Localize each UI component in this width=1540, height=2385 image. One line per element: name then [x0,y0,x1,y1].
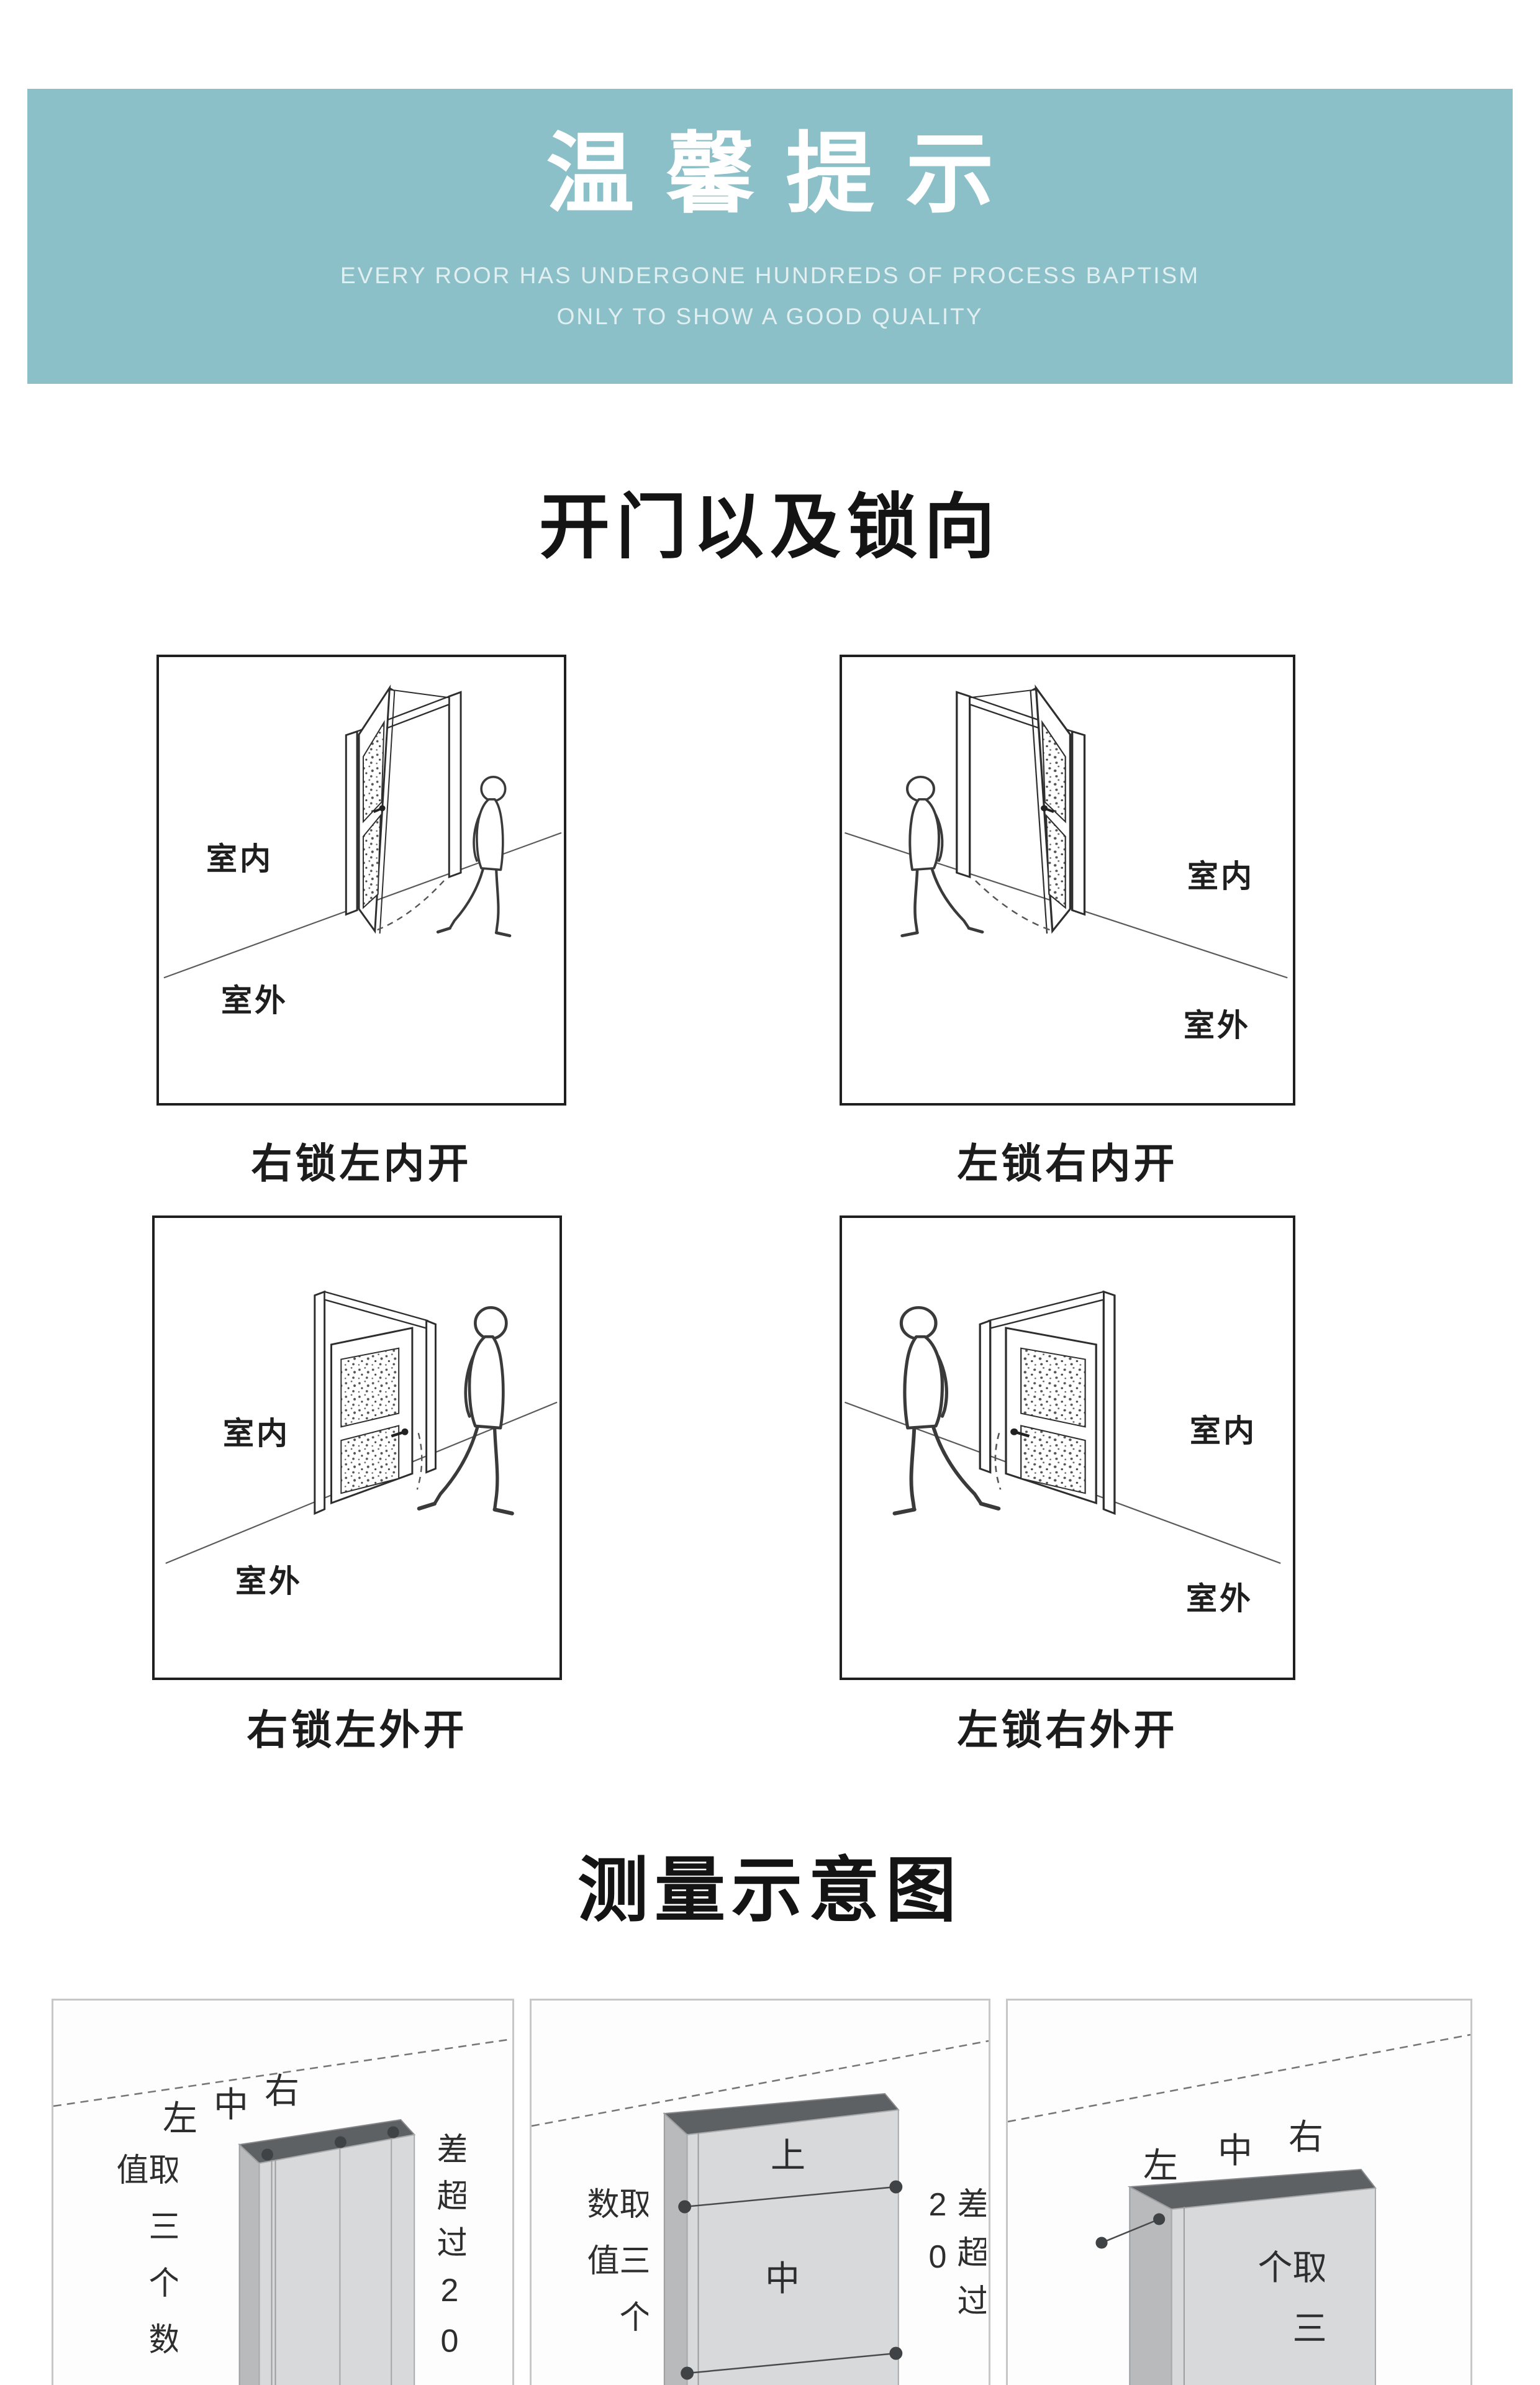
measure-point-mid-right [889,2346,903,2360]
measure-thickness-illustration [1008,2033,1470,2385]
thickness-label-left: 左 [1143,2146,1178,2185]
measure-panel-width: 左 中 右 取三个数值 差超过20 [52,1999,514,2385]
difference-over-20-note: 差超过20 [433,2132,466,2374]
banner-subtitle-line2: ONLY TO SHOW A GOOD QUALITY [556,303,984,329]
thickness-point-inner [1153,2213,1166,2225]
measure-width-illustration [53,2038,512,2385]
width-label-right: 右 [265,2071,299,2110]
diagram-right-lock-left-outward: 室内 室外 [152,1215,562,1680]
diagram-caption: 左锁右内开 [957,1140,1178,1186]
banner-title: 温馨提示 [546,125,1026,224]
measure-point-mid-left [681,2366,694,2380]
measure-point-right [387,2126,399,2138]
measure-point-mid [334,2136,346,2148]
outdoor-label: 室外 [1186,1581,1253,1616]
banner: 温馨提示 EVERY ROOR HAS UNDERGONE HUNDREDS O… [27,89,1513,384]
take-three-values-note: 取三个数值 [113,2153,178,2379]
width-label-left: 左 [163,2099,197,2138]
height-label-top: 上 [771,2136,805,2175]
outdoor-label: 室外 [221,983,288,1018]
measure-point-upper-right [889,2180,903,2194]
thickness-label-mid: 中 [1218,2131,1252,2170]
diagram-right-lock-left-inward: 室内 室外 [156,655,566,1106]
take-three-values-note: 取三个数值 [584,2187,648,2356]
door-section-title: 开门以及锁向 [538,488,1001,567]
thickness-label-right: 右 [1289,2117,1323,2156]
difference-over-20-note: 差超过20 [922,2187,986,2332]
outdoor-label: 室外 [235,1564,302,1599]
measure-panel-thickness: 左 中 右 取三个 [1006,1999,1472,2385]
indoor-label: 室内 [206,842,273,876]
measure-section-title: 测量示意图 [577,1851,962,1930]
door-scene-inward-left-illustration [159,657,564,1103]
measure-point-upper-left [678,2200,692,2214]
indoor-label: 室内 [223,1416,290,1451]
diagram-caption: 左锁右外开 [957,1707,1178,1753]
measure-point-left [261,2148,274,2161]
banner-subtitle-line1: EVERY ROOR HAS UNDERGONE HUNDREDS OF PRO… [340,263,1200,288]
diagram-left-lock-right-outward: 室内 室外 [840,1215,1295,1680]
measure-panel-height: 上 中 取三个数值 差超过20 [530,1999,990,2385]
take-three-note: 取三个 [1255,2249,1325,2371]
height-label-mid: 中 [765,2259,800,2298]
door-scene-outward-left-illustration [155,1218,559,1678]
indoor-label: 室内 [1190,1414,1257,1448]
indoor-label: 室内 [1187,859,1254,894]
outdoor-label: 室外 [1184,1008,1251,1043]
diagram-caption: 右锁左外开 [247,1707,468,1753]
width-label-mid: 中 [214,2085,248,2124]
thickness-point-outer [1095,2237,1108,2249]
measure-height-illustration [532,2040,989,2385]
diagram-caption: 右锁左内开 [251,1140,472,1186]
diagram-left-lock-right-inward: 室内 室外 [840,655,1295,1106]
